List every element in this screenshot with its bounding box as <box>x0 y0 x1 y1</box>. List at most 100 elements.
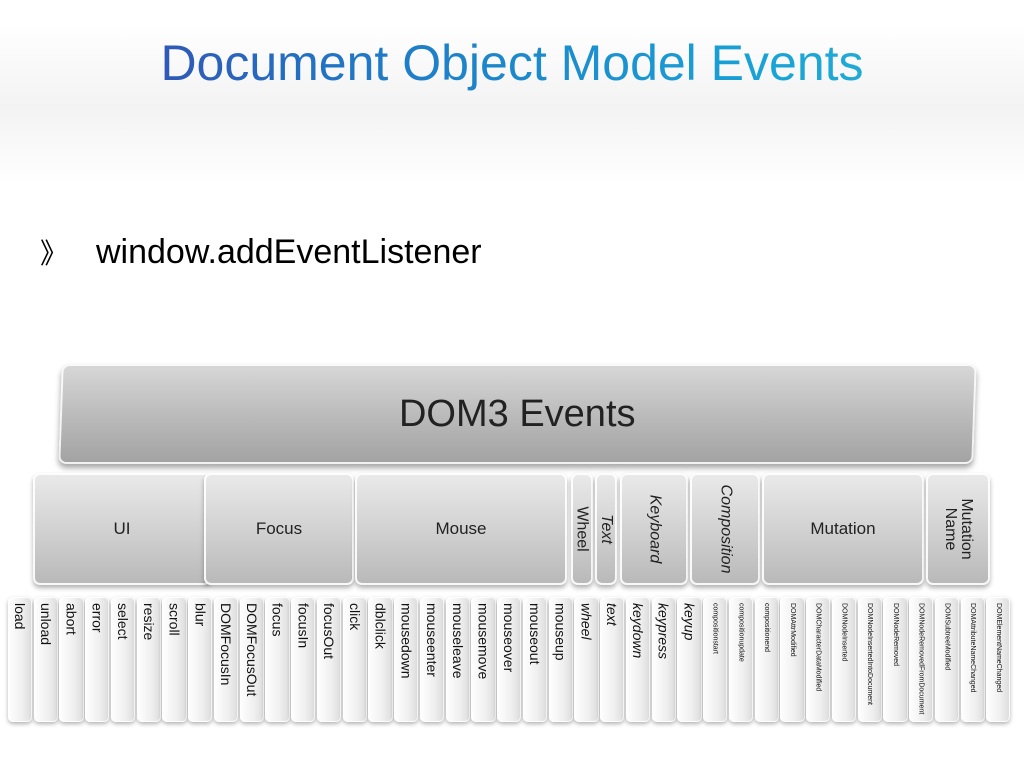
event-leaf: dblclick <box>368 597 393 722</box>
event-leaf-label: select <box>115 603 132 640</box>
event-leaf: DOMNodeRemovedFromDocument <box>909 597 934 722</box>
event-leaf-label: mouseout <box>526 603 543 665</box>
group-mouse: Mouse <box>355 473 567 585</box>
event-leaf: focus <box>265 597 290 722</box>
event-leaf: blur <box>188 597 213 722</box>
event-leaf: DOMNodeInserted <box>831 597 857 722</box>
event-leaf-label: DOMNodeInsertedIntoDocument <box>866 603 874 705</box>
event-leaf-label: DOMAttrModified <box>788 603 796 657</box>
bullet-marker: 》 <box>40 238 69 269</box>
event-leaf: abort <box>59 597 84 722</box>
bullet-text: window.addEventListener <box>96 232 482 271</box>
event-leaf: keyup <box>677 597 702 722</box>
group-composition-label: Composition <box>717 484 734 574</box>
group-focus: Focus <box>204 473 354 585</box>
event-leaf-label: DOMCharacterDataModified <box>814 603 822 692</box>
group-mutation-name: Mutation Name <box>926 473 990 585</box>
event-leaf-label: mouseup <box>552 603 569 661</box>
event-leaf: keydown <box>625 597 651 722</box>
bullet-item: 》 window.addEventListener <box>40 228 482 276</box>
event-leaf: mousedown <box>394 597 419 722</box>
event-leaf-label: keypress <box>655 603 672 660</box>
group-mutation: Mutation <box>762 473 924 585</box>
event-leaf: DOMFocusIn <box>213 597 239 722</box>
event-leaf-label: DOMAttributeNameChanged <box>969 603 977 693</box>
group-keyboard: Keyboard <box>620 473 688 585</box>
group-text-label: Text <box>598 514 615 544</box>
event-leaf-label: unload <box>37 603 54 646</box>
event-leaf-label: scroll <box>166 603 183 636</box>
event-leaf: DOMAttributeNameChanged <box>960 597 985 722</box>
event-leaf: text <box>600 597 625 722</box>
event-leaf: mouseenter <box>419 597 445 722</box>
event-leaf-label: focusIn <box>295 603 312 649</box>
group-wheel: Wheel <box>571 473 593 585</box>
slide-title: Document Object Model Events <box>0 28 1024 98</box>
group-wheel-label: Wheel <box>574 506 592 552</box>
event-leaf: DOMNodeRemoved <box>883 597 908 722</box>
event-leaf-label: focus <box>269 603 286 637</box>
event-leaf: mouseleave <box>445 597 470 722</box>
event-leaf-label: mousedown <box>398 603 415 679</box>
event-leaf-label: compositionupdate <box>737 603 745 662</box>
group-ui: UI <box>33 473 211 585</box>
event-leaf: mouseup <box>548 597 573 722</box>
event-leaf-label: DOMFocusOut <box>243 603 260 697</box>
event-leaf-label: mouseleave <box>449 603 466 679</box>
event-leaf-label: text <box>604 603 621 626</box>
event-leaf: focusOut <box>316 597 342 722</box>
event-leaf: wheel <box>574 597 599 722</box>
dom3-events-diagram: DOM3 Events UI Focus Mouse Wheel Text Ke… <box>0 360 1024 760</box>
event-leaf: mousemove <box>471 597 496 722</box>
event-leaf-label: load <box>12 603 29 630</box>
event-leaf: mouseover <box>497 597 522 722</box>
event-leaf-label: compositionstart <box>711 603 719 654</box>
event-leaf-label: keydown <box>629 603 646 659</box>
event-leaf-label: resize <box>140 603 157 641</box>
event-leaf: DOMSubtreeModified <box>934 597 959 722</box>
event-leaf-label: DOMSubtreeModified <box>943 603 951 671</box>
group-mouse-label: Mouse <box>435 519 487 538</box>
event-leaf-label: compositionend <box>763 603 771 653</box>
event-leaf: compositionend <box>754 597 779 722</box>
event-leaf: mouseout <box>522 597 548 722</box>
event-leaf-label: mousemove <box>475 603 492 680</box>
event-leaf: scroll <box>162 597 187 722</box>
event-leaf-label: DOMNodeRemoved <box>891 603 899 667</box>
event-leaf-label: click <box>346 603 363 631</box>
event-leaf: select <box>110 597 136 722</box>
event-leaf: resize <box>136 597 161 722</box>
event-leaf: load <box>8 597 33 722</box>
event-leaf-label: focusOut <box>321 603 338 660</box>
event-leaf-label: DOMNodeRemovedFromDocument <box>917 603 925 715</box>
event-leaf: DOMElementNameChanged <box>986 597 1011 722</box>
event-leaf: compositionupdate <box>728 597 754 722</box>
event-leaf: error <box>85 597 110 722</box>
group-focus-label: Focus <box>255 519 303 538</box>
event-leaf-label: keyup <box>681 603 698 641</box>
group-ui-label: UI <box>113 519 131 538</box>
event-leaf: DOMNodeInsertedIntoDocument <box>857 597 882 722</box>
group-mutation-label: Mutation <box>810 519 876 538</box>
event-leaf-label: DOMFocusIn <box>218 603 235 686</box>
event-leaf: DOMFocusOut <box>239 597 264 722</box>
group-keyboard-label: Keyboard <box>646 494 663 564</box>
root-node-label: DOM3 Events <box>399 392 636 435</box>
event-leaf: keypress <box>651 597 676 722</box>
event-leaf: unload <box>33 597 58 722</box>
event-leaf-label: wheel <box>578 603 595 640</box>
event-leaf-label: mouseenter <box>424 603 440 677</box>
group-text: Text <box>595 473 617 585</box>
event-leaf-label: error <box>89 603 106 633</box>
event-leaf-label: DOMNodeInserted <box>840 603 848 662</box>
event-leaf-label: mouseover <box>501 603 518 673</box>
event-leaf-label: DOMElementNameChanged <box>994 603 1002 693</box>
event-leaf: click <box>342 597 367 722</box>
event-leaf: compositionstart <box>703 597 728 722</box>
root-node: DOM3 Events <box>58 364 977 464</box>
event-leaf: focusIn <box>291 597 316 722</box>
event-leaf-label: dblclick <box>372 603 389 649</box>
event-leaf-label: abort <box>63 603 80 635</box>
event-leaf-label: blur <box>192 603 209 627</box>
group-mutation-name-label: Mutation Name <box>942 498 975 560</box>
